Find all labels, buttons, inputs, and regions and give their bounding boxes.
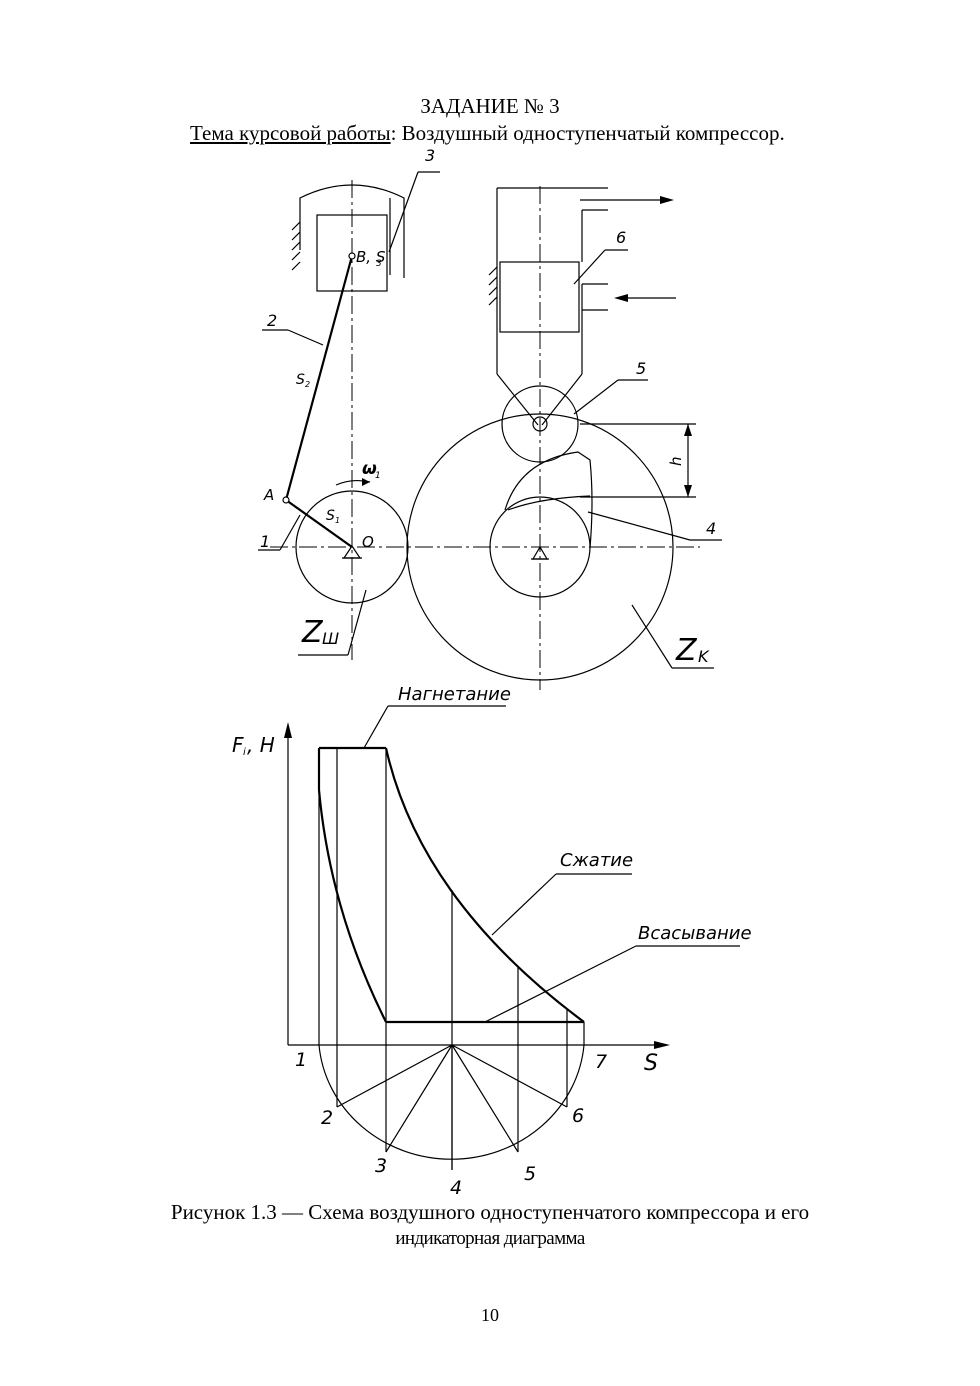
label-piston-3: 3 xyxy=(425,146,435,165)
label-gear-zsh: Z xyxy=(301,615,324,650)
compressor-scheme: 3 B, S 3 2 S 2 ω 1 A S 1 1 O Z Ш Z K 6 5… xyxy=(258,146,722,690)
label-rod-center: S xyxy=(296,372,305,388)
label-suction: Всасывание xyxy=(638,923,752,944)
indicator-diagram: F i , H S Нагнетание Сжатие Всасывание 1… xyxy=(232,684,752,1199)
label-y-axis: F xyxy=(232,733,244,757)
task-title: ЗАДАНИЕ № 3 xyxy=(420,94,560,118)
label-piston-6: 6 xyxy=(616,228,626,247)
expansion-curve xyxy=(317,789,387,1023)
label-omega-sub: 1 xyxy=(375,471,381,481)
label-y-axis-unit: , H xyxy=(247,733,275,757)
label-position-2: 2 xyxy=(321,1107,333,1129)
label-point-o: O xyxy=(362,533,374,551)
label-roller-5: 5 xyxy=(636,359,646,378)
label-crank-center-sub: 1 xyxy=(335,516,340,525)
label-point-b-sub: 3 xyxy=(376,259,382,269)
label-point-a: A xyxy=(263,486,274,504)
compression-curve xyxy=(384,747,585,1023)
roller-5 xyxy=(501,385,579,463)
label-gear-zk-sub: K xyxy=(698,647,710,666)
figure-caption-line2: индикаторная диаграмма xyxy=(395,1228,585,1249)
connecting-rod-2 xyxy=(284,255,354,501)
label-gear-zsh-sub: Ш xyxy=(322,629,339,648)
label-position-4: 4 xyxy=(450,1177,462,1199)
label-position-5: 5 xyxy=(524,1163,536,1185)
page-number: 10 xyxy=(481,1305,499,1325)
label-crank-center: S xyxy=(326,508,335,524)
label-point-b: B, S xyxy=(356,248,386,266)
label-compression: Сжатие xyxy=(560,850,633,871)
label-position-3: 3 xyxy=(375,1155,387,1177)
label-gear-zk: Z xyxy=(675,633,698,668)
label-rod-2: 2 xyxy=(267,311,277,330)
topic-line: Тема курсовой работы: Воздушный одноступ… xyxy=(190,121,785,146)
figure-caption-line1: Рисунок 1.3 — Схема воздушного одноступе… xyxy=(170,1200,810,1224)
label-discharge: Нагнетание xyxy=(398,684,511,705)
label-rod-center-sub: 2 xyxy=(305,380,310,389)
label-crank-1: 1 xyxy=(260,532,270,551)
left-wall-hatch xyxy=(291,221,301,271)
label-position-6: 6 xyxy=(572,1105,584,1127)
crank-1 xyxy=(285,499,353,548)
cam-4 xyxy=(504,451,593,549)
crank-rays xyxy=(336,1044,568,1170)
label-position-7: 7 xyxy=(595,1051,607,1073)
label-y-axis-sub: i xyxy=(243,747,246,758)
label-position-1: 1 xyxy=(295,1049,307,1071)
label-stroke-h: h xyxy=(667,456,685,466)
gear-zk xyxy=(406,413,674,681)
topic-label: Тема курсовой работы xyxy=(190,121,391,145)
label-omega: ω xyxy=(362,459,377,479)
label-x-axis: S xyxy=(644,1051,658,1076)
label-cam-4: 4 xyxy=(706,519,716,538)
right-cylinder xyxy=(488,187,676,426)
topic-value: : Воздушный одноступенчатый компрессор. xyxy=(390,121,785,145)
